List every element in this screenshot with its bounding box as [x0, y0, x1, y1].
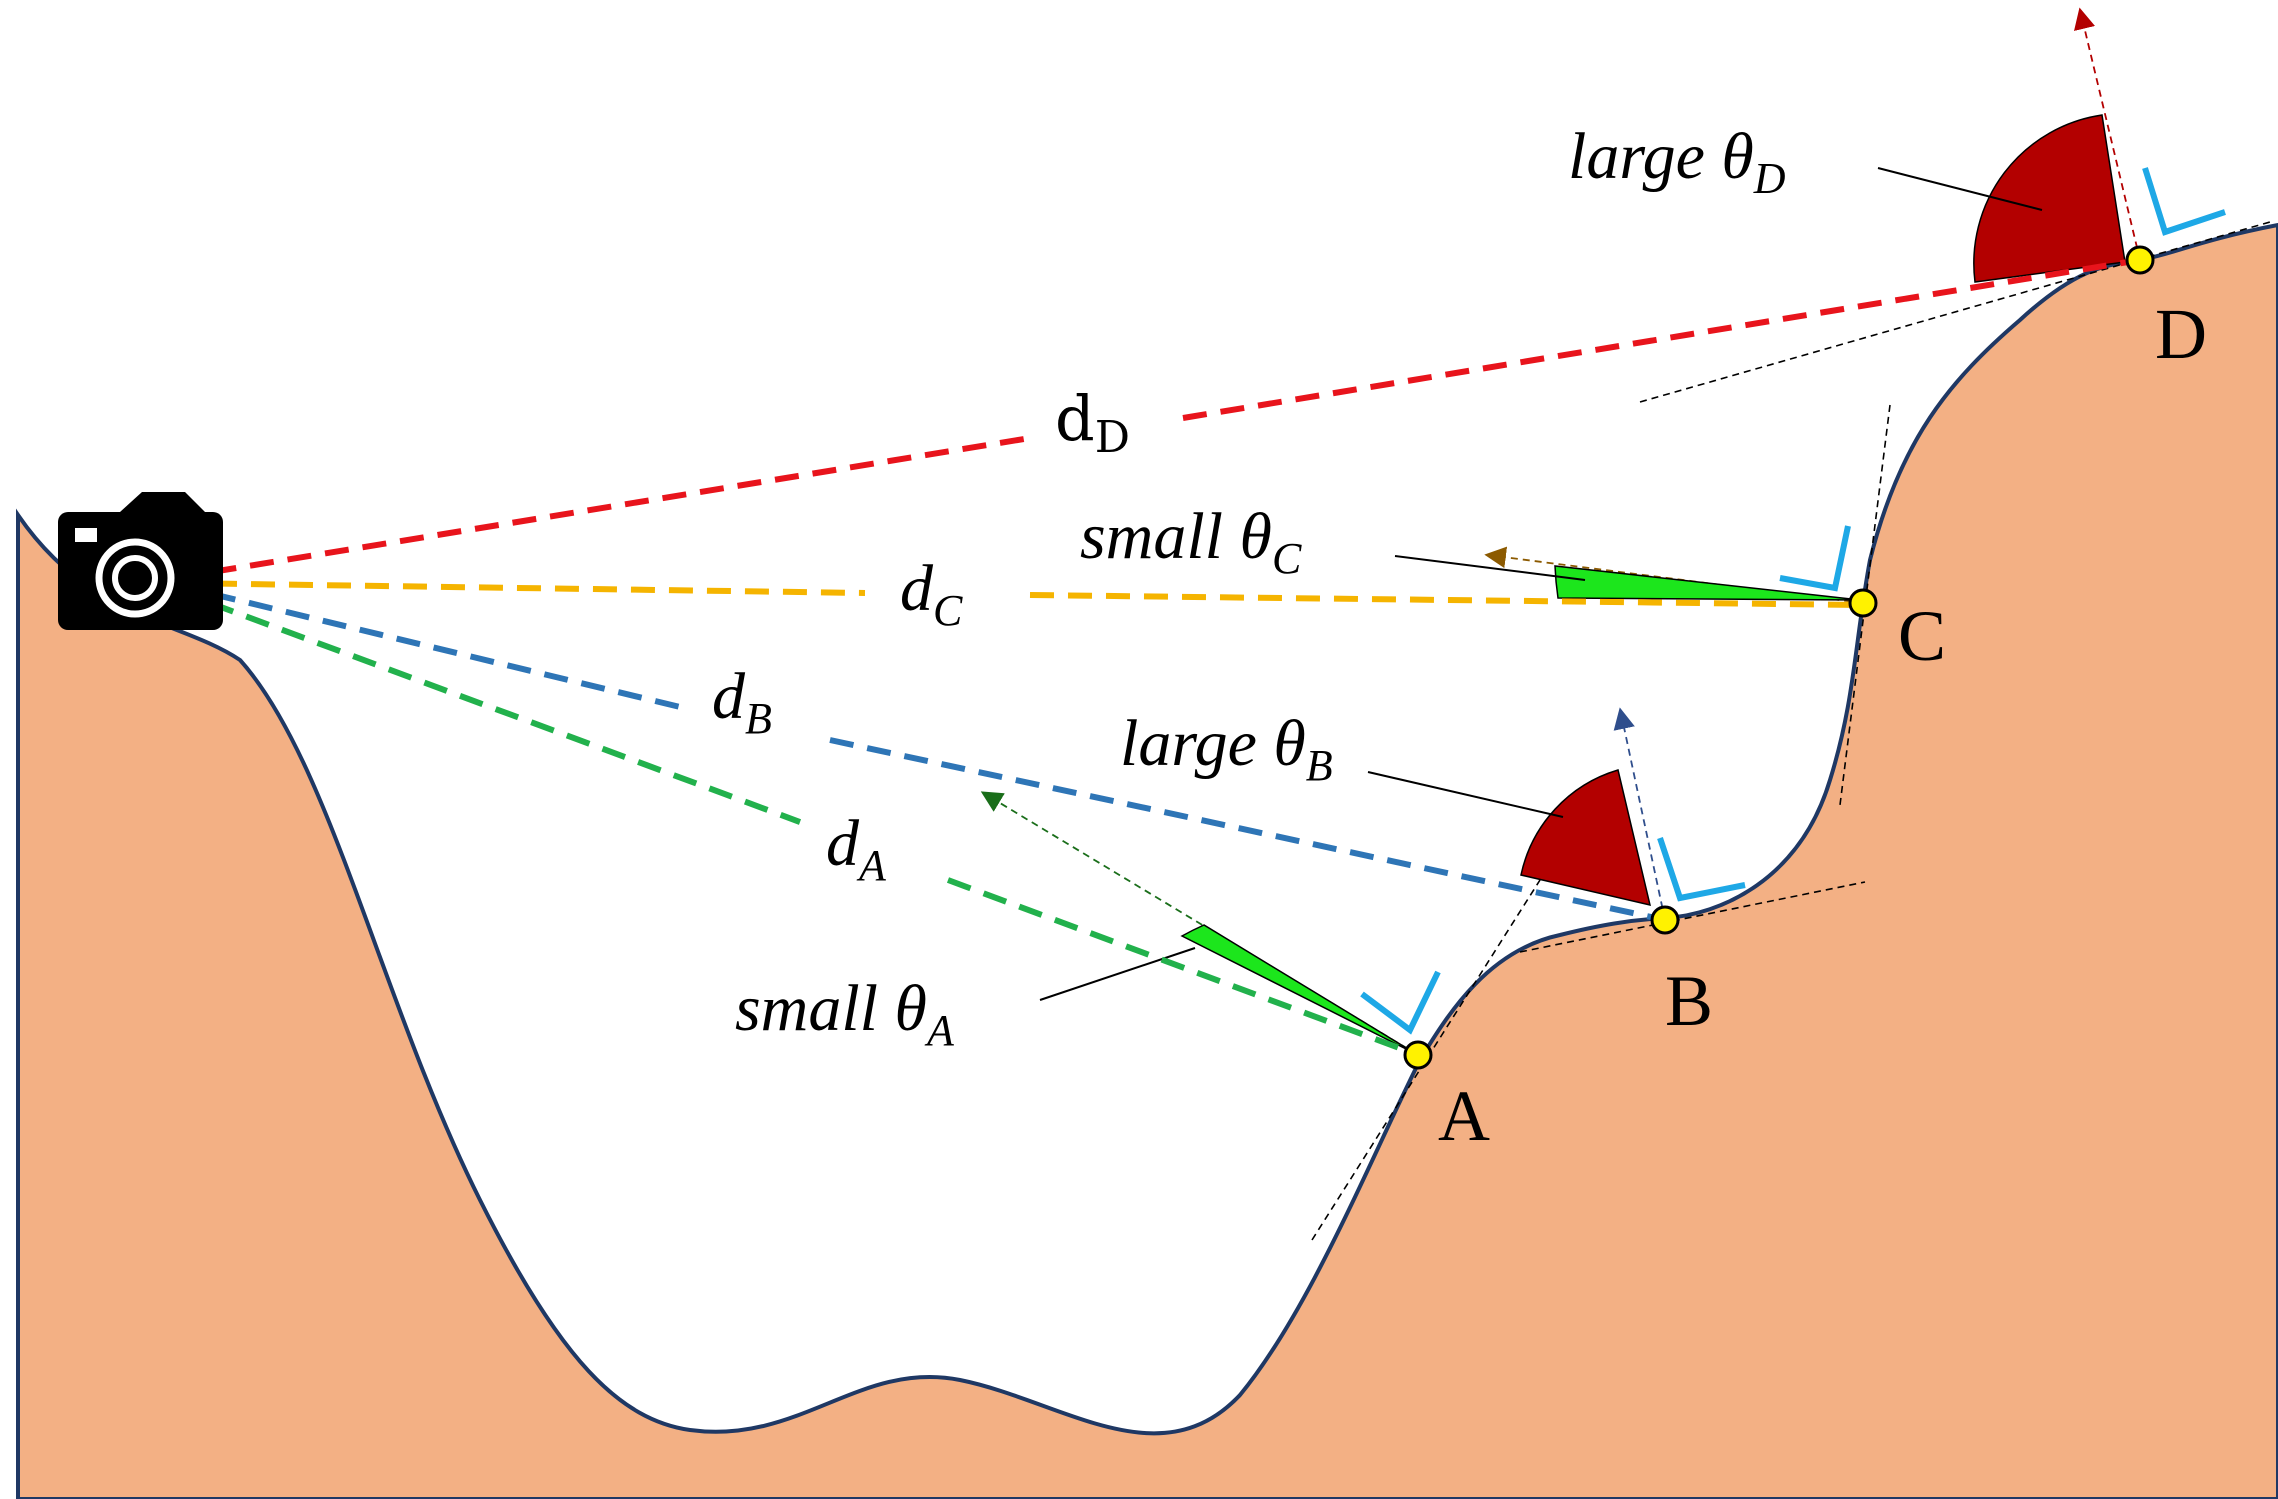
tangent-lines: [1311, 221, 2271, 1241]
distance-label-A: dA: [826, 807, 887, 890]
ray-A: [173, 587, 1420, 1058]
bracket-A: [1360, 970, 1441, 1035]
angle-label-B: large θB: [1120, 707, 1333, 790]
marker-D: [2125, 245, 2155, 275]
angle-label-C: small θC: [1080, 500, 1302, 583]
distance-label-D: dD: [1055, 382, 1130, 463]
bracket-C: [1779, 525, 1851, 592]
bracket-B: [1657, 837, 1746, 902]
sight-rays: [173, 257, 2141, 1058]
tangent-B: [1519, 881, 1866, 953]
point-label-C: C: [1898, 596, 1946, 676]
angle-label-A: small θA: [735, 972, 955, 1055]
terrain: [16, 222, 2278, 1499]
camera-icon: [58, 492, 223, 630]
tangent-D: [1639, 221, 2271, 403]
ray-B-seg-1: [174, 582, 681, 710]
ray-B: [174, 582, 1666, 923]
ray-D-seg-1: [174, 435, 1031, 581]
ray-C-seg-1: [174, 580, 866, 596]
angle-label-D: large θD: [1568, 120, 1786, 203]
ray-B-seg-2: [829, 737, 1666, 923]
normal-D: [2074, 7, 2141, 261]
marker-A: [1403, 1040, 1433, 1070]
normal-B: [1613, 707, 1666, 921]
ray-A-seg-2: [946, 877, 1420, 1058]
leader-C: [1394, 555, 1586, 581]
marker-C: [1848, 588, 1878, 618]
ray-A-seg-1: [173, 587, 802, 825]
leader-B: [1367, 771, 1564, 818]
bracket-D: [2142, 167, 2226, 236]
angle-wedge-B: [1520, 769, 1652, 907]
ray-C-seg-2: [1029, 592, 1864, 608]
angle-wedge-C: [1554, 565, 1861, 601]
angle-wedges: [1180, 114, 2126, 1056]
point-markers: [1403, 245, 2155, 1070]
angle-wedge-D: [1973, 114, 2126, 283]
distance-label-B: dB: [712, 660, 772, 743]
ray-C: [174, 580, 1864, 608]
normal-brackets: [1360, 167, 2226, 1035]
distance-label-C: dC: [900, 552, 963, 635]
ray-D-seg-2: [1182, 257, 2141, 421]
leader-A: [1039, 947, 1196, 1001]
leader-lines: [1039, 167, 2043, 1001]
point-label-B: B: [1665, 961, 1713, 1041]
marker-B: [1650, 905, 1680, 935]
point-label-D: D: [2155, 294, 2207, 374]
leader-D: [1877, 167, 2043, 211]
point-label-A: A: [1438, 1076, 1490, 1156]
ray-D: [174, 257, 2141, 581]
angle-wedge-A: [1180, 924, 1419, 1056]
